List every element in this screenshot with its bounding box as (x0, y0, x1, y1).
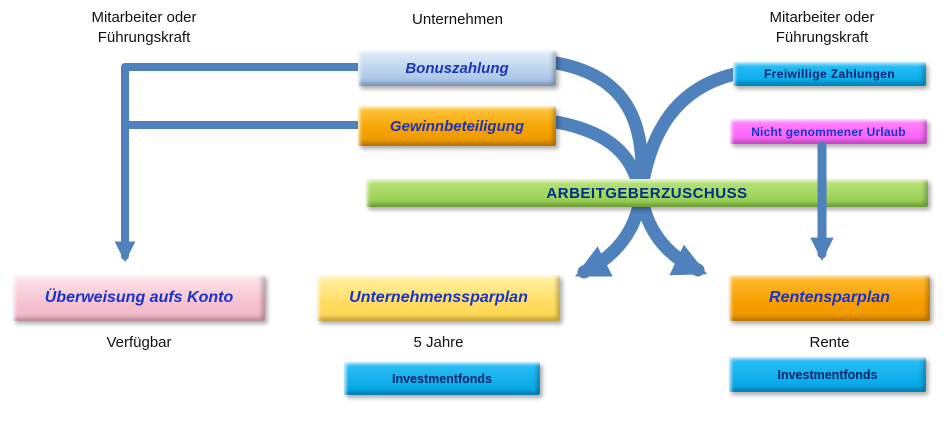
label-actor-center-line1: Unternehmen (412, 11, 503, 28)
box-gewinnbeteiligung: Gewinnbeteiligung (358, 106, 556, 146)
label-actor-right-line2: Führungskraft (775, 28, 869, 46)
label-actor-left: Mitarbeiter oder Führungskraft (38, 8, 250, 47)
label-actor-center: Unternehmen (360, 10, 555, 30)
caption-rente: Rente (809, 334, 850, 351)
box-freiwillige-zahlungen: Freiwillige Zahlungen (733, 62, 926, 86)
label-actor-right: Mitarbeiter oder Führungskraft (714, 8, 930, 47)
box-investmentfonds-rechts-label: Investmentfonds (777, 367, 878, 382)
box-investmentfonds-rechts: Investmentfonds (729, 357, 926, 392)
box-ueberweisung-aufs-konto: Überweisung aufs Konto (13, 275, 265, 321)
arrow-bonus-to-konto (114, 63, 363, 263)
label-actor-left-line2: Führungskraft (97, 28, 191, 46)
box-rentensparplan-label: Rentensparplan (769, 289, 890, 306)
label-actor-left-line1: Mitarbeiter oder (91, 9, 197, 26)
box-arbeitgeberzuschuss: ARBEITGEBERZUSCHUSS (366, 179, 928, 207)
arrow-freiwillige-to-center (634, 67, 742, 200)
box-freiwillige-zahlungen-label: Freiwillige Zahlungen (763, 67, 896, 81)
box-investmentfonds-mitte: Investmentfonds (344, 362, 540, 395)
box-arbeitgeberzuschuss-label: ARBEITGEBERZUSCHUSS (546, 184, 748, 202)
box-gewinnbeteiligung-label: Gewinnbeteiligung (389, 117, 525, 135)
caption-5-jahre: 5 Jahre (413, 334, 464, 351)
box-investmentfonds-mitte-label: Investmentfonds (391, 371, 492, 386)
box-unternehmenssparplan-label: Unternehmenssparplan (349, 289, 528, 306)
caption-verfuegbar: Verfügbar (106, 334, 172, 351)
box-bonuszahlung: Bonuszahlung (358, 50, 556, 86)
box-bonuszahlung-label: Bonuszahlung (405, 59, 509, 77)
box-rentensparplan: Rentensparplan (729, 275, 930, 321)
label-actor-right-line1: Mitarbeiter oder (769, 9, 875, 26)
box-ueberweisung-aufs-konto-label: Überweisung aufs Konto (44, 289, 234, 306)
box-nicht-genommener-urlaub: Nicht genommener Urlaub (730, 119, 927, 144)
box-nicht-genommener-urlaub-label: Nicht genommener Urlaub (751, 124, 906, 139)
box-unternehmenssparplan: Unternehmenssparplan (317, 275, 560, 321)
